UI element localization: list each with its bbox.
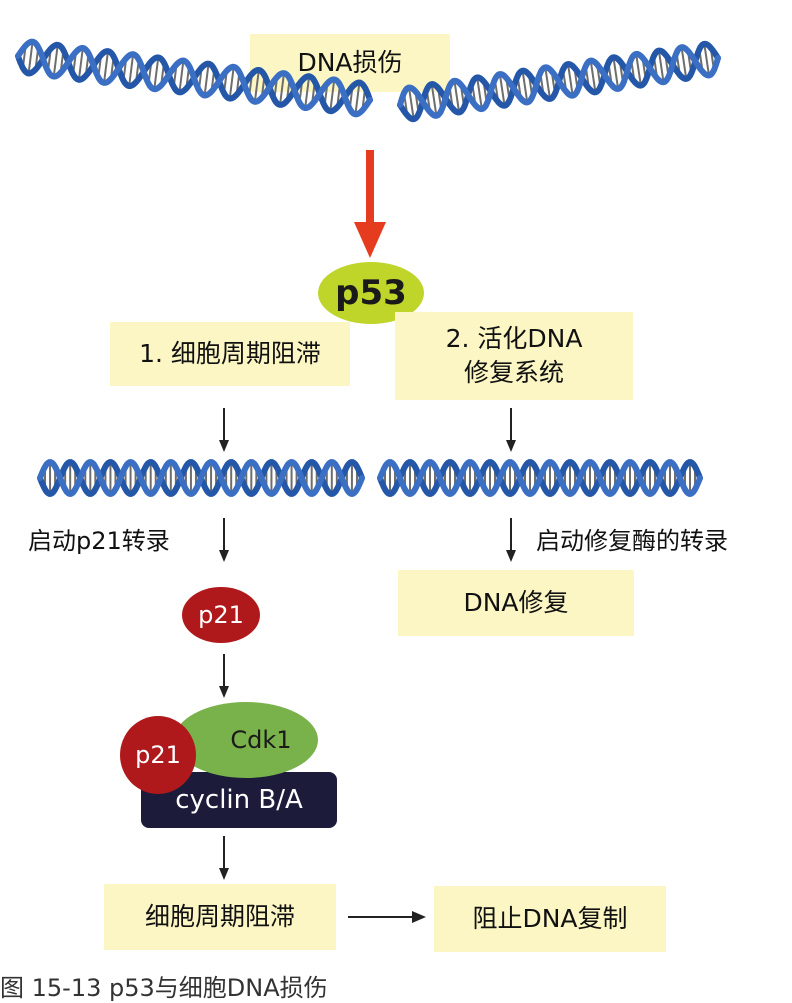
- p21-label: p21: [198, 601, 244, 629]
- start-repair-enzyme-transcription-label: 启动修复酶的转录: [536, 527, 728, 555]
- arrow-to-complex: [219, 654, 229, 698]
- dna-base-pair: [476, 77, 483, 110]
- cdk1-protein: Cdk1: [174, 702, 318, 778]
- dna-base-pair: [103, 50, 109, 84]
- dna-base-pair: [77, 47, 84, 80]
- dna-base-pair: [703, 43, 710, 76]
- dna-base-pair: [203, 63, 210, 96]
- cell-cycle-arrest-box: 1. 细胞周期阻滞: [110, 322, 350, 386]
- cell-cycle-arrest-result-box: 细胞周期阻滞: [104, 884, 336, 950]
- dna-base-pair: [521, 70, 529, 103]
- figure-caption: 图 15-13 p53与细胞DNA损伤: [0, 974, 328, 1002]
- main-red-arrow: [354, 150, 386, 258]
- dna-base-pair: [329, 79, 336, 112]
- dna-base-pair: [567, 63, 574, 96]
- dna-base-pair: [612, 57, 620, 90]
- dna-base-pair: [680, 47, 688, 80]
- branch2-line1: 2. 活化DNA: [445, 324, 583, 354]
- arrow-to-arrest: [219, 836, 229, 880]
- dna-base-pair: [153, 57, 160, 90]
- p21-complex-label: p21: [135, 741, 181, 769]
- branch1-label: 1. 细胞周期阻滞: [139, 339, 321, 369]
- dna-helix-middle-right: [377, 459, 703, 497]
- dna-base-pair: [27, 41, 34, 74]
- dna-base-pair: [304, 76, 311, 109]
- dna-base-pair: [354, 82, 361, 115]
- dna-base-pair: [453, 80, 461, 113]
- dna-base-pair: [253, 69, 260, 102]
- dna-base-pair: [178, 60, 185, 93]
- dna-base-pair: [657, 50, 665, 83]
- arrow-to-p21: [219, 518, 229, 562]
- dna-helix-top-left: [15, 38, 373, 118]
- dna-base-pair: [589, 60, 597, 93]
- arrow-right-to-block: [348, 911, 426, 923]
- block-dna-replication-label: 阻止DNA复制: [472, 904, 628, 934]
- dna-backbone-strand: [377, 459, 703, 497]
- start-p21-transcription-label: 启动p21转录: [28, 527, 170, 555]
- dna-helix-middle-left: [37, 459, 365, 497]
- dna-damage-label: DNA损伤: [297, 48, 403, 78]
- dna-base-pair: [430, 83, 438, 116]
- arrow-to-repair: [506, 518, 516, 562]
- dna-backbone-strand: [15, 38, 373, 118]
- dna-base-pair: [128, 54, 135, 87]
- arrow-branch2-down: [506, 408, 516, 452]
- dna-backbone-strand: [37, 459, 365, 497]
- dna-helix-top-right: [397, 40, 721, 123]
- dna-repair-label: DNA修复: [463, 588, 569, 618]
- dna-base-pair: [279, 72, 285, 106]
- branch2-line2: 修复系统: [463, 358, 564, 387]
- dna-repair-box: DNA修复: [398, 570, 634, 636]
- dna-base-pair: [408, 87, 415, 120]
- dna-base-pair: [544, 67, 551, 100]
- dna-base-pair: [228, 66, 235, 99]
- cdk1-label: Cdk1: [230, 726, 292, 754]
- p53-label: p53: [335, 273, 407, 313]
- cell-cycle-arrest-result-label: 细胞周期阻滞: [144, 902, 295, 932]
- dna-base-pair: [52, 44, 59, 77]
- cyclin-label: cyclin B/A: [175, 785, 303, 815]
- activate-repair-box: 2. 活化DNA 修复系统: [395, 312, 633, 400]
- p21-protein: p21: [182, 587, 260, 643]
- block-dna-replication-box: 阻止DNA复制: [434, 886, 666, 952]
- dna-base-pair: [498, 73, 506, 106]
- dna-base-pair: [635, 53, 642, 86]
- arrow-branch1-down: [219, 408, 229, 452]
- dna-backbone-strand: [397, 44, 721, 119]
- p21-in-complex: p21: [120, 716, 196, 794]
